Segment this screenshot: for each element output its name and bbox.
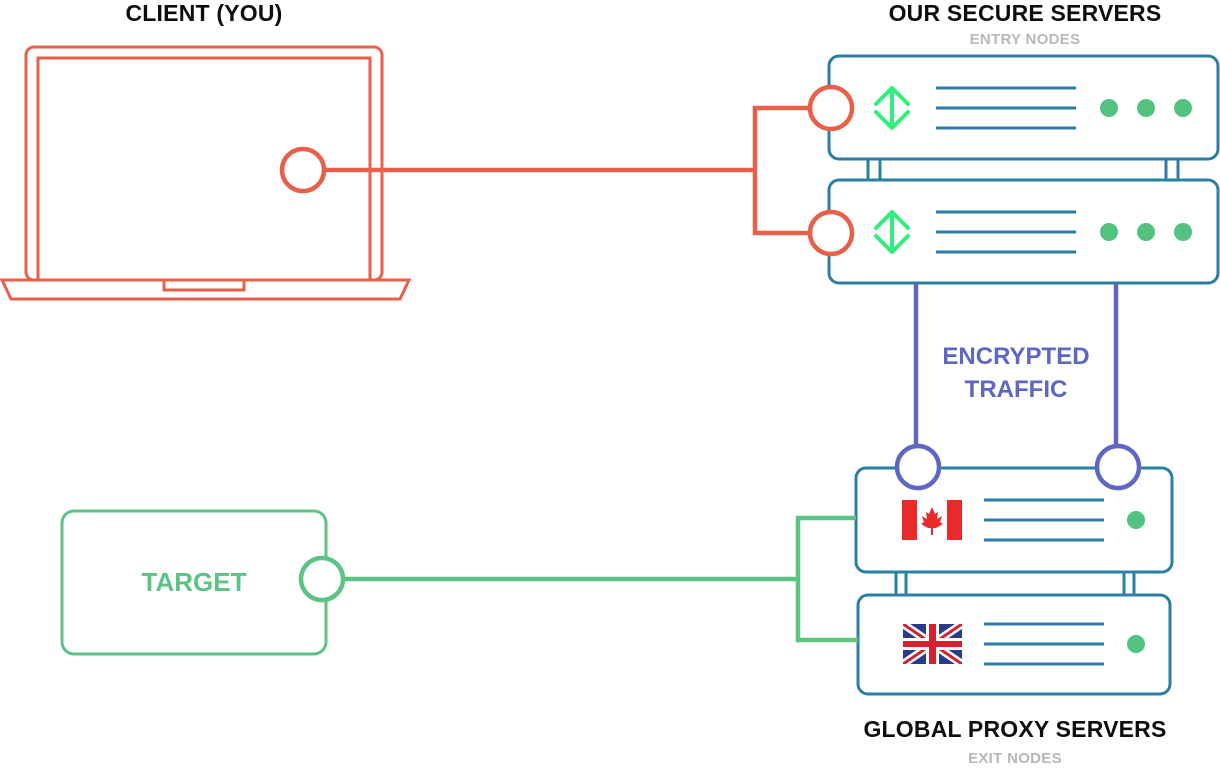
up-down-arrow-icon [874, 86, 910, 130]
encrypted-link [913, 284, 1119, 445]
entry-server-1 [827, 54, 1220, 161]
exit-server-1 [854, 466, 1174, 574]
target-link [344, 515, 858, 643]
laptop-screen-outer [24, 45, 384, 282]
exit-port-2 [1094, 443, 1142, 491]
canada-flag-icon [902, 500, 962, 540]
up-down-arrow-icon [874, 210, 910, 254]
encrypted-traffic-label-line1: ENCRYPTED [942, 343, 1090, 370]
client-laptop [0, 45, 412, 301]
laptop-trackpad [162, 278, 246, 292]
client-title: CLIENT (YOU) [125, 0, 283, 26]
status-dot [1127, 511, 1145, 529]
status-dots [1100, 99, 1192, 117]
server-vent-lines [936, 210, 1076, 254]
exit-servers-title: GLOBAL PROXY SERVERS [863, 716, 1167, 742]
exit-port-1 [894, 443, 942, 491]
server-vent-lines [936, 86, 1076, 130]
client-link [326, 105, 808, 236]
entry-port-1 [807, 84, 855, 132]
status-dots [1100, 223, 1192, 241]
client-port [279, 146, 327, 194]
target-label: TARGET [141, 567, 247, 597]
entry-servers-subtitle: ENTRY NODES [969, 31, 1081, 48]
entry-server-2 [827, 178, 1220, 285]
client-link-branch [752, 105, 808, 236]
exit-server-2 [856, 593, 1172, 696]
exit-server-connectors [894, 572, 1136, 595]
exit-servers-subtitle: EXIT NODES [968, 750, 1062, 767]
laptop-base [0, 278, 412, 301]
entry-servers-title: OUR SECURE SERVERS [888, 0, 1162, 26]
entry-port-2 [807, 209, 855, 257]
uk-flag-icon [903, 624, 962, 664]
server-vent-lines [984, 622, 1104, 666]
entry-server-connectors [866, 160, 1180, 180]
encrypted-traffic-label-line2: TRAFFIC [964, 376, 1068, 403]
server-vent-lines [984, 498, 1104, 542]
target-port [298, 555, 346, 603]
status-dot [1127, 635, 1145, 653]
